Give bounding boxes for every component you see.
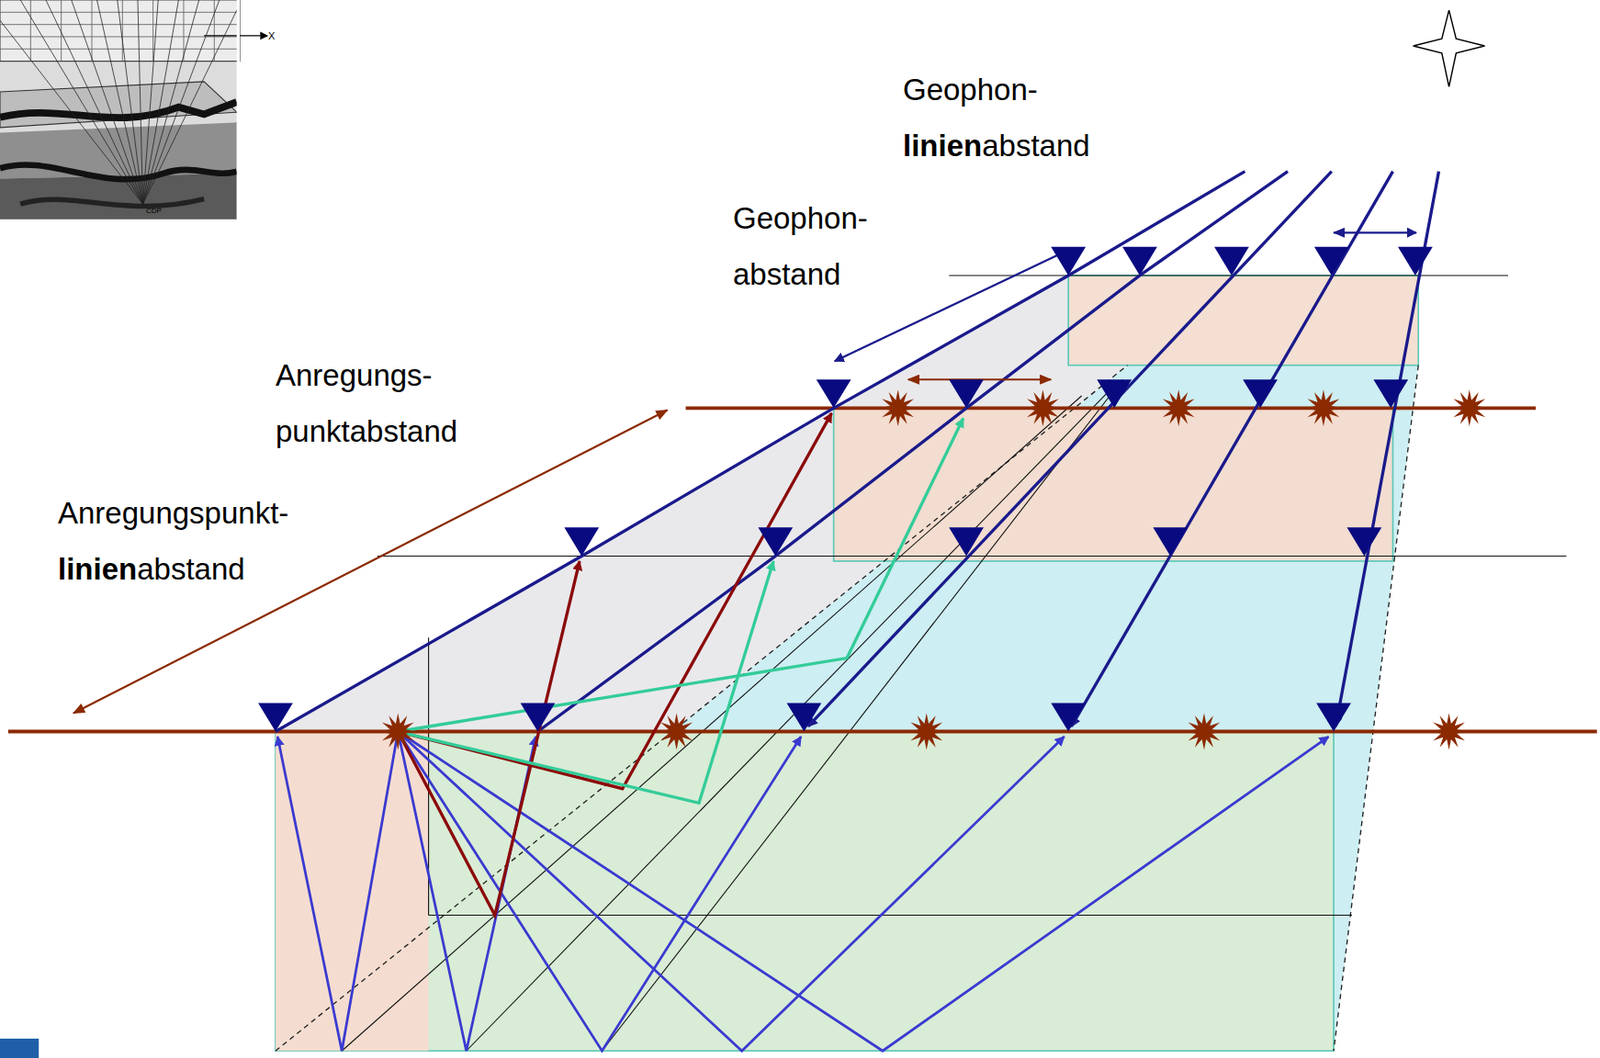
geophone-triangle (1314, 247, 1350, 276)
source-star (879, 389, 917, 427)
source-star (908, 713, 946, 751)
geophone-triangle (258, 702, 293, 732)
dimension-label: Geophon- abstand (732, 195, 868, 298)
axis-label: X (268, 30, 275, 42)
geophone-triangle (1050, 247, 1086, 276)
source-star (1305, 389, 1342, 427)
geophone-triangle (1346, 527, 1382, 556)
source-star (1024, 389, 1061, 427)
pink-area (275, 732, 429, 1052)
geophone-triangle (787, 702, 823, 732)
geophone-triangle (520, 702, 556, 732)
dimension-label: Anregungs- punktabstand (275, 352, 458, 455)
geophone-triangle (1397, 247, 1433, 276)
source-star (379, 713, 417, 751)
dimension-arrow (834, 250, 1067, 361)
corner-mark (0, 1038, 39, 1058)
point-label: CDP (146, 205, 162, 217)
source-star (1430, 713, 1468, 751)
geophone-triangle (757, 527, 793, 556)
source-star (1160, 389, 1197, 427)
geophone-triangle (1050, 702, 1086, 732)
source-star (1451, 389, 1488, 427)
geophone-triangle (563, 527, 599, 556)
geophone-triangle (816, 379, 852, 408)
geophone-triangle (1316, 702, 1352, 732)
dimension-label: Anregungspunkt- linienabstand (57, 490, 289, 593)
inset-figure (0, 0, 269, 220)
compass-star (1413, 10, 1486, 87)
dimension-label: Geophon- linienabstand (902, 67, 1091, 170)
source-star (1185, 713, 1223, 751)
geophone-triangle (1152, 527, 1188, 556)
geophone-triangle (1373, 379, 1409, 408)
dimension-arrow (1333, 231, 1417, 234)
geophone-triangle (1122, 247, 1158, 276)
green-area (275, 732, 1334, 1052)
geophone-triangle (1096, 379, 1132, 408)
geophone-triangle (948, 527, 984, 556)
geophone-triangle (948, 379, 984, 408)
source-star (658, 713, 696, 751)
pink-area (833, 407, 1394, 562)
geophone-triangle (1214, 247, 1250, 276)
geophone-triangle (1242, 379, 1278, 408)
